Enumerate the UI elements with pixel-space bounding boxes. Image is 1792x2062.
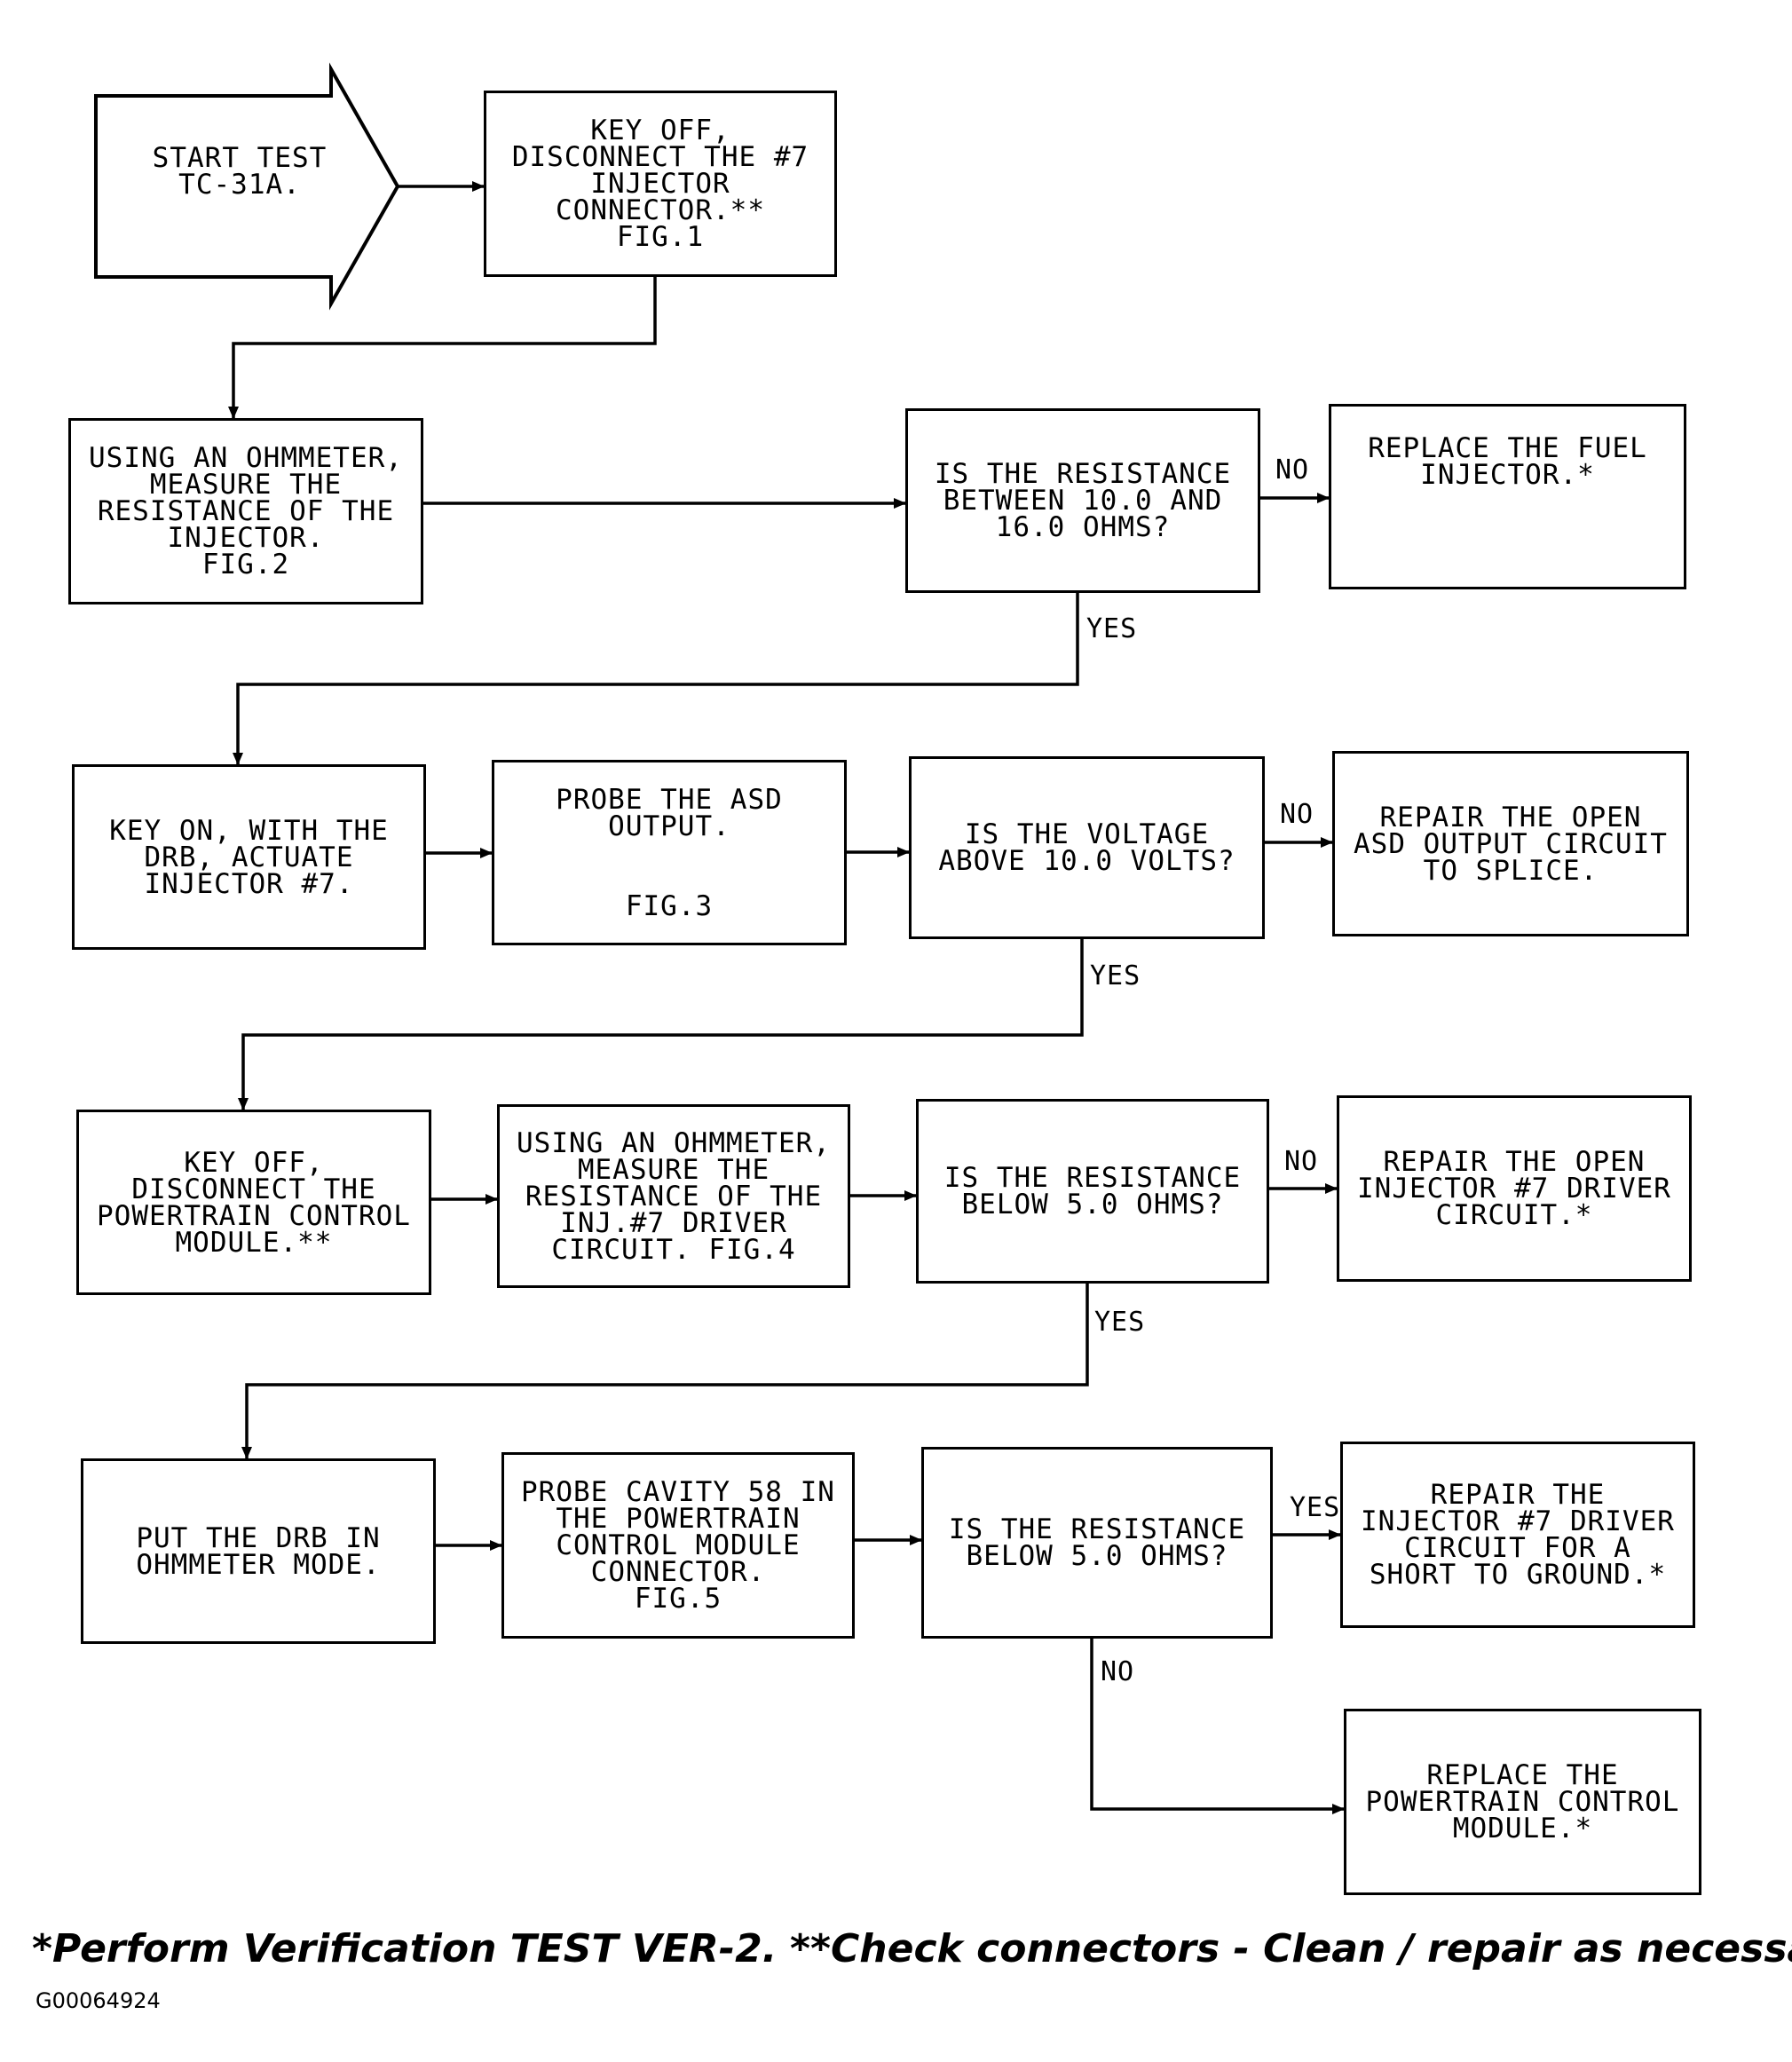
label-yes-4: YES <box>1290 1492 1341 1523</box>
label-no-4: NO <box>1101 1656 1135 1687</box>
step-measure-driver-circuit-text: USING AN OHMMETER, MEASURE THE RESISTANC… <box>517 1126 831 1266</box>
label-no-2: NO <box>1280 799 1314 830</box>
result-repair-open-driver-text: REPAIR THE OPEN INJECTOR #7 DRIVER CIRCU… <box>1357 1146 1671 1231</box>
footnote-check-connectors: **Check connectors - Clean / repair as n… <box>790 1926 1792 1971</box>
footnote-verification: *Perform Verification TEST VER-2. <box>32 1926 778 1971</box>
label-yes-1: YES <box>1086 613 1138 644</box>
decision-resistance-below-5-a: IS THE RESISTANCE BELOW 5.0 OHMS? <box>916 1099 1269 1284</box>
result-repair-asd-circuit-text: REPAIR THE OPEN ASD OUTPUT CIRCUIT TO SP… <box>1354 801 1668 887</box>
label-no-3: NO <box>1284 1146 1319 1177</box>
step-probe-asd-output: PROBE THE ASD OUTPUT. FIG.3 <box>492 760 847 945</box>
decision-resistance-10-16-text: IS THE RESISTANCE BETWEEN 10.0 AND 16.0 … <box>934 458 1232 543</box>
step-actuate-injector-text: KEY ON, WITH THE DRB, ACTUATE INJECTOR #… <box>109 814 389 900</box>
connector-d4-r5 <box>1090 1639 1345 1814</box>
result-repair-asd-circuit: REPAIR THE OPEN ASD OUTPUT CIRCUIT TO SP… <box>1332 751 1689 936</box>
result-replace-pcm: REPLACE THE POWERTRAIN CONTROL MODULE.* <box>1344 1709 1701 1895</box>
decision-voltage-above-10-text: IS THE VOLTAGE ABOVE 10.0 VOLTS? <box>938 818 1235 877</box>
result-repair-open-driver: REPAIR THE OPEN INJECTOR #7 DRIVER CIRCU… <box>1337 1095 1692 1282</box>
connector-d3-b7 <box>241 1284 1089 1459</box>
result-replace-fuel-injector-text: REPLACE THE FUEL INJECTOR.* <box>1368 431 1647 491</box>
result-repair-short-to-ground-text: REPAIR THE INJECTOR #7 DRIVER CIRCUIT FO… <box>1361 1479 1675 1591</box>
result-replace-pcm-text: REPLACE THE POWERTRAIN CONTROL MODULE.* <box>1365 1759 1680 1845</box>
decision-resistance-below-5-a-text: IS THE RESISTANCE BELOW 5.0 OHMS? <box>943 1162 1242 1221</box>
figure-code: G00064924 <box>36 1988 161 2013</box>
label-yes-2: YES <box>1090 960 1141 991</box>
start-test-label: START TEST TC-31A. <box>152 142 328 201</box>
result-repair-short-to-ground: REPAIR THE INJECTOR #7 DRIVER CIRCUIT FO… <box>1340 1442 1695 1628</box>
step-drb-ohmmeter-mode-text: PUT THE DRB IN OHMMETER MODE. <box>136 1521 381 1581</box>
decision-resistance-below-5-b: IS THE RESISTANCE BELOW 5.0 OHMS? <box>921 1447 1273 1639</box>
step-disconnect-pcm: KEY OFF, DISCONNECT THE POWERTRAIN CONTR… <box>76 1110 431 1295</box>
step-disconnect-injector: KEY OFF, DISCONNECT THE #7 INJECTOR CONN… <box>484 91 837 277</box>
step-probe-cavity-58: PROBE CAVITY 58 IN THE POWERTRAIN CONTRO… <box>501 1452 855 1639</box>
step-measure-injector-resistance: USING AN OHMMETER, MEASURE THE RESISTANC… <box>68 418 423 604</box>
result-replace-fuel-injector: REPLACE THE FUEL INJECTOR.* <box>1329 404 1686 589</box>
connector-d2-b5 <box>238 939 1084 1110</box>
step-actuate-injector: KEY ON, WITH THE DRB, ACTUATE INJECTOR #… <box>72 764 426 950</box>
step-measure-injector-resistance-text: USING AN OHMMETER, MEASURE THE RESISTANC… <box>89 442 403 581</box>
label-no-1: NO <box>1275 454 1310 486</box>
step-disconnect-pcm-text: KEY OFF, DISCONNECT THE POWERTRAIN CONTR… <box>97 1146 411 1259</box>
connector-b1-b2 <box>228 277 657 419</box>
step-probe-cavity-58-text: PROBE CAVITY 58 IN THE POWERTRAIN CONTRO… <box>521 1476 835 1615</box>
step-disconnect-injector-text: KEY OFF, DISCONNECT THE #7 INJECTOR CONN… <box>511 115 809 253</box>
connector-d1-b3 <box>233 593 1079 765</box>
start-arrow-shape <box>94 62 400 311</box>
step-measure-driver-circuit: USING AN OHMMETER, MEASURE THE RESISTANC… <box>497 1104 850 1288</box>
label-yes-3: YES <box>1094 1307 1146 1338</box>
decision-voltage-above-10: IS THE VOLTAGE ABOVE 10.0 VOLTS? <box>909 756 1265 939</box>
step-probe-asd-output-text: PROBE THE ASD OUTPUT. FIG.3 <box>556 783 783 922</box>
step-drb-ohmmeter-mode: PUT THE DRB IN OHMMETER MODE. <box>81 1458 436 1644</box>
decision-resistance-below-5-b-text: IS THE RESISTANCE BELOW 5.0 OHMS? <box>948 1513 1246 1572</box>
decision-resistance-10-16: IS THE RESISTANCE BETWEEN 10.0 AND 16.0 … <box>905 408 1260 593</box>
